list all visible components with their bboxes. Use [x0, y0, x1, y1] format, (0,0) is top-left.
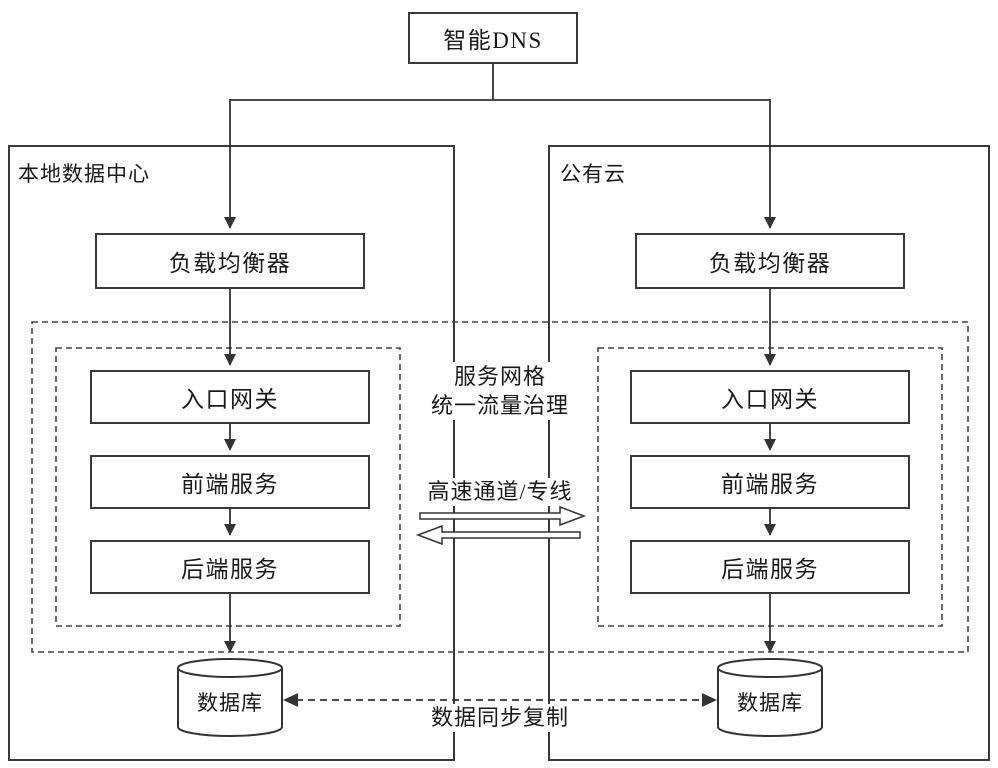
left-database-cylinder	[177, 658, 283, 737]
local-datacenter-zone	[8, 145, 455, 761]
local-datacenter-title: 本地数据中心	[18, 162, 150, 186]
left-load-balancer-label: 负载均衡器	[168, 251, 292, 276]
public-cloud-zone	[548, 145, 990, 761]
left-frontend-service-label: 前端服务	[181, 472, 279, 497]
public-cloud-title: 公有云	[560, 162, 626, 186]
service-mesh-boundary	[31, 321, 969, 653]
express-link-label: 高速通道/专线	[410, 478, 590, 506]
left-backend-service-label: 后端服务	[181, 557, 279, 582]
left-services-boundary	[55, 347, 401, 627]
right-database-cylinder	[717, 658, 823, 737]
right-load-balancer-label: 负载均衡器	[708, 251, 832, 276]
express-link-arrow-left	[415, 524, 581, 546]
data-sync-arrowhead-left	[283, 693, 298, 707]
left-ingress-gateway-label: 入口网关	[181, 387, 279, 412]
right-ingress-gateway-box: 入口网关	[630, 370, 910, 424]
dns-box: 智能DNS	[408, 12, 578, 64]
right-backend-service-label: 后端服务	[721, 557, 819, 582]
right-backend-service-box: 后端服务	[630, 540, 910, 594]
left-database-label: 数据库	[197, 691, 263, 715]
service-mesh-label-line2: 统一流量治理	[430, 393, 569, 418]
left-load-balancer-box: 负载均衡器	[95, 233, 365, 289]
left-backend-service-box: 后端服务	[90, 540, 370, 594]
dns-label: 智能DNS	[443, 28, 543, 53]
data-sync-arrowhead-right	[702, 693, 717, 707]
service-mesh-label-line1: 服务网格	[453, 364, 546, 389]
right-database-label: 数据库	[737, 691, 803, 715]
right-frontend-service-box: 前端服务	[630, 455, 910, 509]
express-link-arrow-right	[419, 505, 587, 527]
right-frontend-service-label: 前端服务	[721, 472, 819, 497]
service-mesh-label: 服务网格 统一流量治理	[405, 362, 595, 420]
data-sync-label: 数据同步复制	[414, 704, 586, 732]
right-ingress-gateway-label: 入口网关	[721, 387, 819, 412]
right-load-balancer-box: 负载均衡器	[635, 233, 905, 289]
left-frontend-service-box: 前端服务	[90, 455, 370, 509]
left-ingress-gateway-box: 入口网关	[90, 370, 370, 424]
